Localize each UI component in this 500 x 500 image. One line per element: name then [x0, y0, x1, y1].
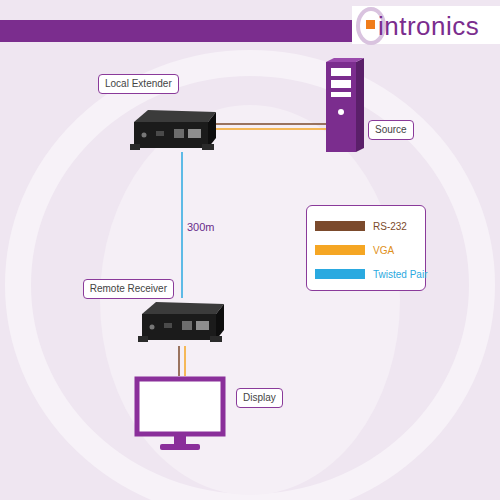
- background-ring: [18, 63, 482, 500]
- receiver-unit: [138, 298, 238, 346]
- cable-line: [216, 123, 326, 125]
- legend-text: Twisted Pair: [373, 269, 427, 280]
- logo-square: [366, 20, 375, 29]
- brand-logo: intronics: [378, 12, 479, 40]
- device-label: Source: [368, 120, 414, 140]
- device-label: Local Extender: [98, 74, 179, 94]
- legend-swatch: [315, 269, 365, 279]
- device-node: Local Extender: [130, 106, 216, 152]
- legend-box: RS-232VGA Twisted Pair: [306, 205, 426, 291]
- device-label: Remote Receiver: [83, 279, 174, 299]
- background-oval: [100, 105, 400, 495]
- legend-row: VGA: [315, 238, 417, 262]
- device-node: Display: [134, 376, 226, 452]
- cable-line: [181, 152, 183, 298]
- legend-text: VGA: [373, 245, 394, 256]
- legend-text: RS-232: [373, 221, 407, 232]
- device-label: Display: [236, 388, 283, 408]
- cable-line: [178, 346, 180, 376]
- cable-line: [184, 346, 186, 376]
- logo-panel: [352, 6, 500, 44]
- device-node: Source: [326, 56, 364, 152]
- legend-row: RS-232: [315, 214, 417, 238]
- source-computer: [326, 56, 364, 152]
- cable-line: [216, 128, 326, 130]
- extender-unit: [130, 106, 216, 152]
- legend-row: Twisted Pair: [315, 262, 417, 286]
- distance-label: 300m: [187, 221, 215, 233]
- device-node: Remote Receiver: [138, 298, 238, 346]
- legend-swatch: [315, 245, 365, 255]
- display-monitor: [134, 376, 226, 452]
- legend-swatch: [315, 221, 365, 231]
